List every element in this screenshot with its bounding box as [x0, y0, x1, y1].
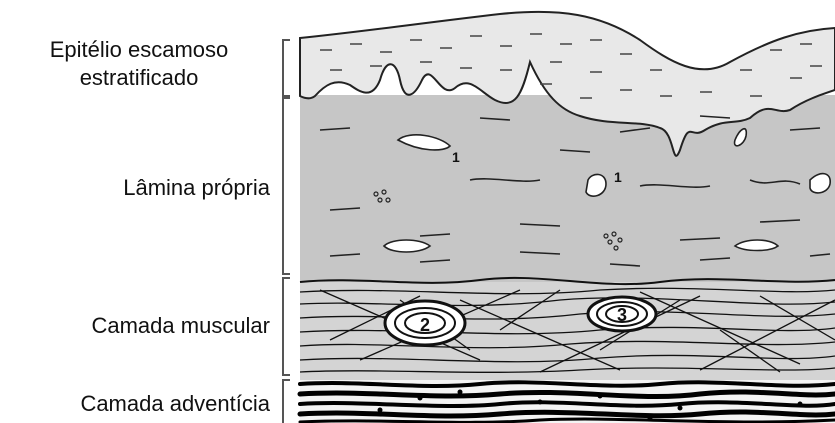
marker-1a: 1: [452, 149, 460, 165]
bracket-lamina: [283, 98, 290, 274]
layer-brackets: [283, 40, 290, 423]
bracket-epitelio: [283, 40, 290, 96]
vessel-5: [384, 240, 430, 252]
marker-2: 2: [420, 315, 430, 335]
marker-1b: 1: [614, 169, 622, 185]
vessel-2: [586, 174, 606, 196]
vessel-6: [735, 240, 778, 251]
marker-3: 3: [617, 305, 627, 325]
bracket-adventicia: [283, 380, 290, 423]
lamina-propria-region: [300, 95, 835, 282]
bracket-muscular: [283, 278, 290, 375]
vessel-4: [810, 174, 830, 193]
